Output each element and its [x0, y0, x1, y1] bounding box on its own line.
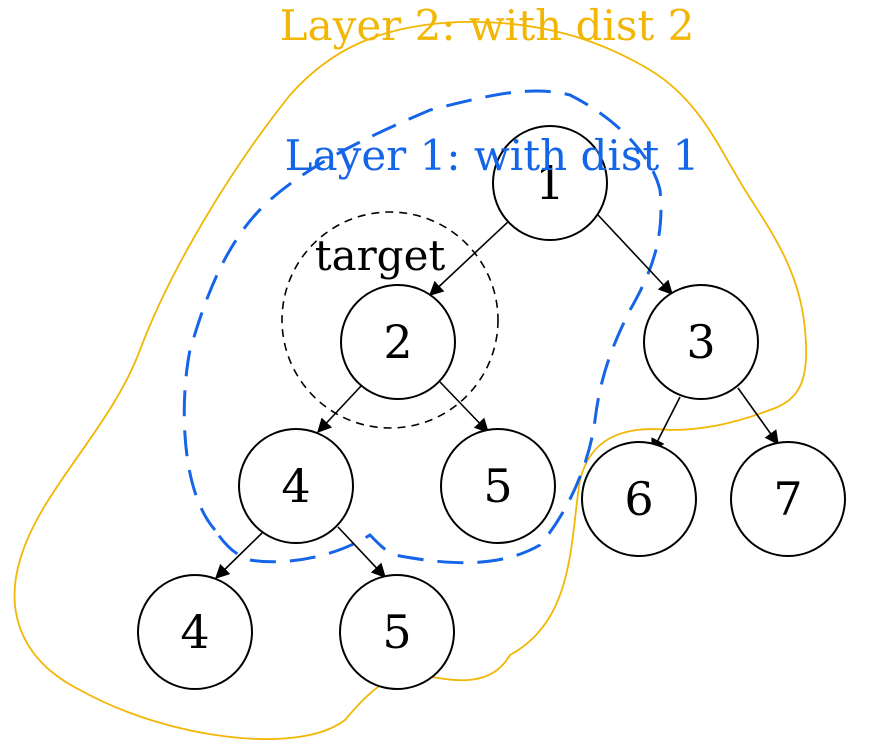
node-2-label: 2: [383, 315, 412, 369]
node-5: 5: [440, 428, 556, 544]
node-5-child-label: 5: [382, 605, 411, 659]
node-4: 4: [238, 428, 354, 544]
node-6-label: 6: [624, 472, 653, 526]
edge-2-4: [317, 384, 363, 434]
edge-4-4b: [214, 532, 263, 580]
node-5-child: 5: [339, 574, 455, 690]
layer2-boundary: [13, 20, 808, 740]
node-4-label: 4: [281, 459, 310, 513]
target-label: target: [315, 231, 446, 280]
edge-1-3: [597, 214, 673, 296]
edge-1-2: [428, 219, 511, 296]
node-3-label: 3: [686, 315, 715, 369]
edge-2-5: [439, 381, 489, 434]
node-3: 3: [643, 284, 759, 400]
node-1: 1: [492, 125, 608, 241]
node-2: 2: [340, 284, 456, 400]
layer1-label: Layer 1: with dist 1: [285, 131, 700, 180]
node-4-child: 4: [137, 574, 253, 690]
node-7-label: 7: [773, 472, 802, 526]
layer2-label: Layer 2: with dist 2: [280, 1, 695, 50]
edge-3-7: [737, 387, 779, 446]
node-1-label: 1: [535, 156, 564, 210]
edge-3-6: [651, 396, 681, 454]
target-boundary: [281, 211, 499, 429]
layer1-boundary: [182, 89, 663, 565]
edge-4-5b: [337, 526, 386, 579]
node-5-label: 5: [483, 459, 512, 513]
node-6: 6: [581, 441, 697, 557]
node-4-child-label: 4: [180, 605, 209, 659]
node-7: 7: [730, 441, 846, 557]
